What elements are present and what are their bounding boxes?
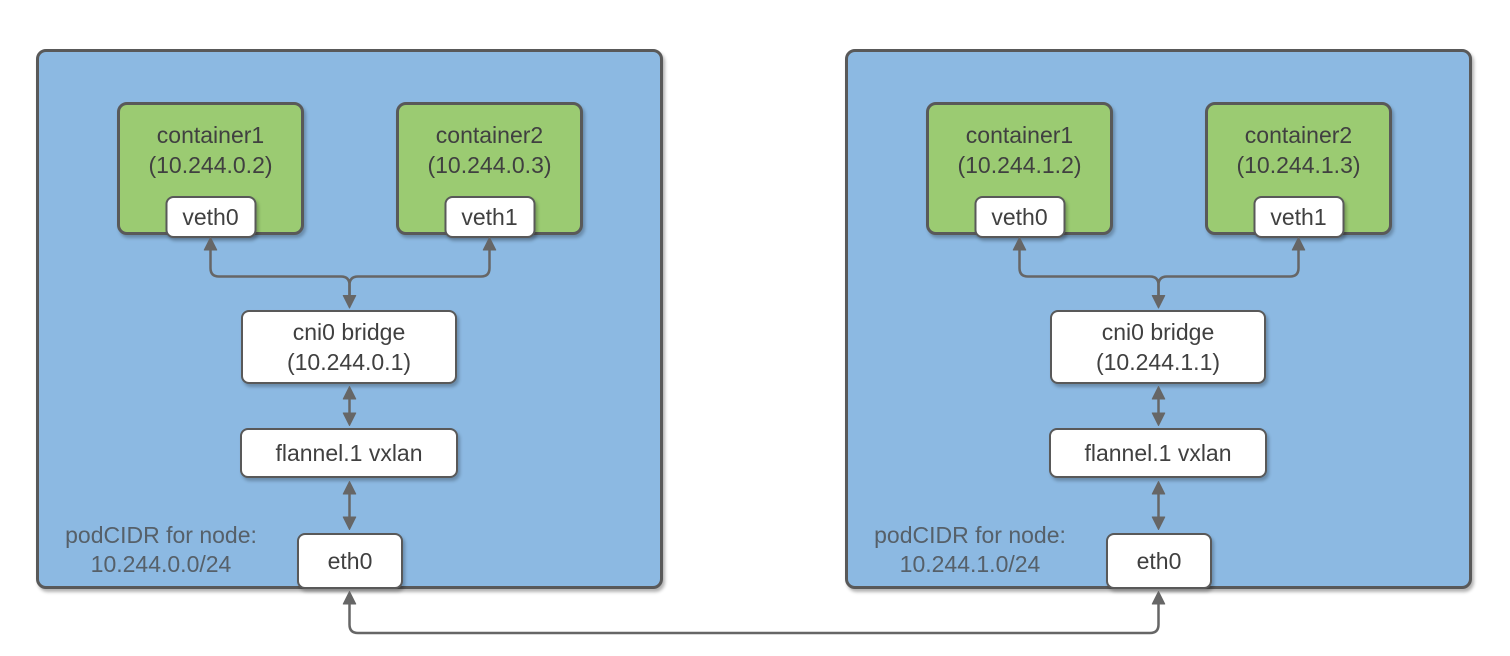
podcidr-value: 10.244.0.0/24 [90, 551, 232, 577]
node-1-podcidr-label: podCIDR for node: 10.244.0.0/24 [61, 521, 261, 579]
veth0-interface-box: veth0 [165, 196, 256, 238]
node-1-flannel-vxlan-box: flannel.1 vxlan [240, 428, 458, 478]
container-name-label: container2 [435, 122, 544, 148]
node-2-podcidr-label: podCIDR for node: 10.244.1.0/24 [870, 521, 1070, 579]
node-1-container-1-box: container1 (10.244.0.2) veth0 [117, 102, 304, 238]
bridge-name-label: cni0 bridge [1101, 319, 1215, 345]
podcidr-value: 10.244.1.0/24 [899, 551, 1041, 577]
node-2-box: container1 (10.244.1.2) veth0 container2… [845, 49, 1472, 589]
veth1-interface-box: veth1 [444, 196, 535, 238]
node-2-cni0-bridge-box: cni0 bridge (10.244.1.1) [1050, 310, 1266, 384]
container-ip-label: (10.244.1.3) [1236, 152, 1361, 178]
node-2-flannel-vxlan-box: flannel.1 vxlan [1049, 428, 1267, 478]
bridge-ip-label: (10.244.1.1) [1095, 349, 1221, 375]
bridge-name-label: cni0 bridge [292, 319, 406, 345]
container-ip-label: (10.244.0.3) [427, 152, 552, 178]
node-2-eth0-interface-box: eth0 [1106, 533, 1212, 589]
container-name-label: container1 [156, 122, 265, 148]
node-1-box: container1 (10.244.0.2) veth0 container2… [36, 49, 663, 589]
container-ip-label: (10.244.1.2) [957, 152, 1082, 178]
podcidr-caption: podCIDR for node: [874, 522, 1066, 548]
node-1-container-2-box: container2 (10.244.0.3) veth1 [396, 102, 583, 238]
container-ip-label: (10.244.0.2) [148, 152, 273, 178]
veth1-interface-box: veth1 [1253, 196, 1344, 238]
eth-to-eth-connector-arrow [342, 591, 1166, 635]
node-1-cni0-bridge-box: cni0 bridge (10.244.0.1) [241, 310, 457, 384]
node-2-container-1-box: container1 (10.244.1.2) veth0 [926, 102, 1113, 238]
bridge-ip-label: (10.244.0.1) [286, 349, 412, 375]
container-name-label: container2 [1244, 122, 1353, 148]
veth0-interface-box: veth0 [974, 196, 1065, 238]
node-2-container-2-box: container2 (10.244.1.3) veth1 [1205, 102, 1392, 238]
node-1-eth0-interface-box: eth0 [297, 533, 403, 589]
podcidr-caption: podCIDR for node: [65, 522, 257, 548]
container-name-label: container1 [965, 122, 1074, 148]
